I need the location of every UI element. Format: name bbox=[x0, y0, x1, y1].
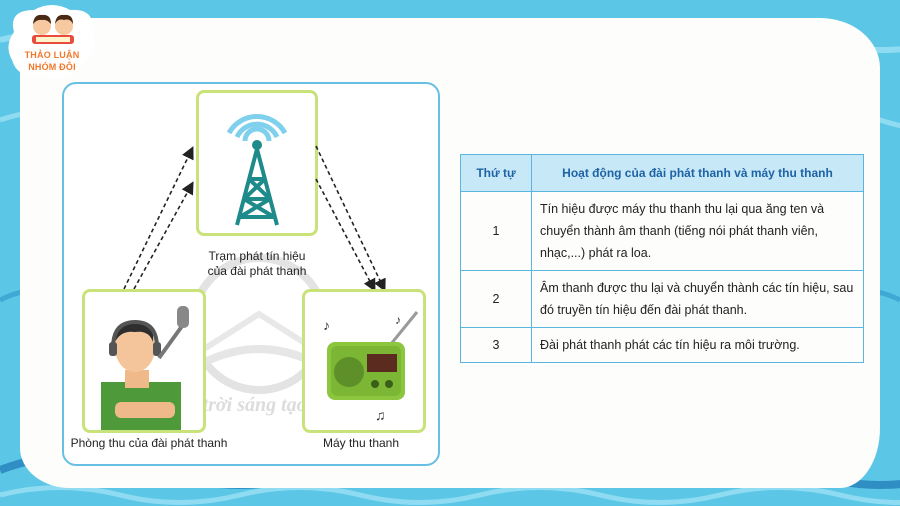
table-row: 3 Đài phát thanh phát các tín hiệu ra mô… bbox=[460, 327, 864, 363]
row-number: 2 bbox=[460, 270, 532, 328]
table-row: 2 Âm thanh được thu lại và chuyển thành … bbox=[460, 270, 864, 328]
row-number: 1 bbox=[460, 191, 532, 271]
station-caption-line-2: của đài phát thanh bbox=[207, 264, 307, 278]
station-panel bbox=[196, 90, 318, 236]
radio-receiver-icon: ♪ ♪ ♫ bbox=[323, 311, 419, 423]
announcer-icon bbox=[101, 306, 189, 430]
header-order: Thứ tự bbox=[460, 154, 532, 192]
receiver-caption: Máy thu thanh bbox=[322, 436, 400, 450]
badge-line-2: NHÓM ĐÔI bbox=[28, 62, 76, 72]
discussion-badge: THẢO LUẬN NHÓM ĐÔI bbox=[4, 2, 100, 84]
studio-caption: Phòng thu của đài phát thanh bbox=[70, 436, 228, 450]
row-text: Tín hiệu được máy thu thanh thu lại qua … bbox=[531, 191, 864, 271]
studio-panel bbox=[82, 289, 206, 433]
receiver-panel: ♪ ♪ ♫ bbox=[302, 289, 426, 433]
row-number: 3 bbox=[460, 327, 532, 363]
svg-text:♪: ♪ bbox=[323, 317, 330, 333]
station-caption-line-1: Trạm phát tín hiệu bbox=[208, 249, 306, 263]
svg-text:♫: ♫ bbox=[375, 407, 386, 423]
badge-icon bbox=[8, 5, 95, 79]
activity-table: Thứ tự Hoạt động của đài phát thanh và m… bbox=[460, 154, 864, 363]
svg-text:♪: ♪ bbox=[395, 313, 401, 327]
row-text: Đài phát thanh phát các tín hiệu ra môi … bbox=[531, 327, 864, 363]
badge-line-1: THẢO LUẬN bbox=[24, 50, 80, 60]
station-caption: Trạm phát tín hiệu của đài phát thanh bbox=[182, 249, 332, 279]
row-text: Âm thanh được thu lại và chuyển thành cá… bbox=[531, 270, 864, 328]
table-row: 1 Tín hiệu được máy thu thanh thu lại qu… bbox=[460, 191, 864, 271]
signal-arrows bbox=[123, 145, 386, 292]
table-header-row: Thứ tự Hoạt động của đài phát thanh và m… bbox=[460, 154, 864, 192]
radio-diagram: Chân trời sáng tạo Trạm phát tín hiệu củ… bbox=[62, 82, 440, 466]
header-activity: Hoạt động của đài phát thanh và máy thu … bbox=[531, 154, 864, 192]
antenna-tower-icon bbox=[226, 114, 288, 226]
